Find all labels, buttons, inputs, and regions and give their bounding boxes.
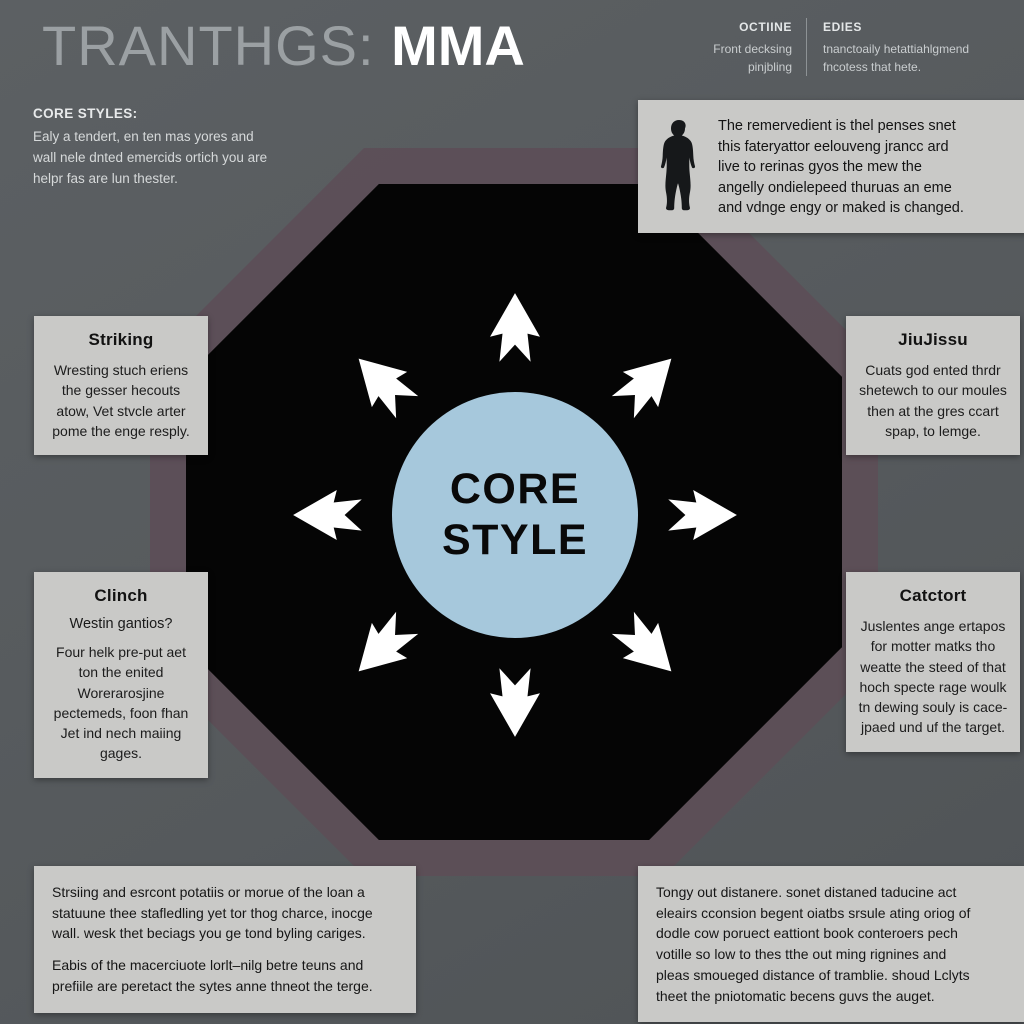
panel-clinch-subtitle: Westin gantios?: [69, 616, 173, 632]
intro-line-1: Ealy a tendert, en ten mas yores and: [33, 128, 254, 144]
bottom-right-line-6: theet the pniotomatic becens guvs the au…: [656, 987, 935, 1004]
hero-line-3: live to rerinas gyos the mew the: [718, 159, 922, 176]
bottom-left-paragraph-1: Strsiing and esrcont potatiis or morue o…: [52, 882, 400, 944]
bottom-left-p1-line-2: statuune thee stafledling yet tor thog c…: [52, 904, 373, 921]
page-title-bold: MMA: [391, 14, 525, 77]
top-right-column-octiine: OCTIINE Front decksing pinjbling: [672, 18, 806, 76]
panel-catch-title: Catctort: [899, 586, 967, 605]
page-title-light: TRANTHGS:: [42, 14, 375, 77]
panel-jiujitsu: JiuJissu Cuats god ented thrdr shetewch …: [846, 316, 1020, 456]
bottom-right-line-3: dodle cow poruect eattiont book conteroe…: [656, 925, 958, 942]
octiine-heading: OCTIINE: [739, 20, 792, 34]
intro-block: CORE STYLES: Ealy a tendert, en ten mas …: [33, 104, 333, 190]
bottom-right-line-2: eleairs cconsion begent oiatbs srsule at…: [656, 904, 971, 921]
panel-striking-body: Wresting stuch eriens the gesser hecouts…: [52, 362, 190, 439]
bottom-left-p1-line-3: wall. wesk thet beciags you ge tond byli…: [52, 925, 366, 942]
bottom-left-p2-line-1: Eabis of the macerciuote lorlt–nilg betr…: [52, 957, 364, 974]
octiine-line-1: Front decksing: [713, 42, 792, 56]
panel-catch: Catctort Juslentes ange ertapos for mott…: [846, 572, 1020, 752]
core-style-circle: CORE STYLE: [392, 392, 638, 638]
bottom-right-line-4: votille so low to thes tthe out ming rig…: [656, 946, 947, 963]
page-title: TRANTHGS: MMA: [42, 18, 525, 74]
bottom-right-paragraph-1: Tongy out distanere. sonet distaned tadu…: [656, 882, 1008, 1006]
bottom-left-p2-line-2: prefiile are peretact the sytes anne thn…: [52, 977, 373, 994]
hero-line-1: The remervedient is thel penses snet: [718, 118, 956, 134]
top-right-columns: OCTIINE Front decksing pinjbling EDIES t…: [672, 18, 1020, 76]
panel-jiujitsu-body: Cuats god ented thrdr shetewch to our mo…: [859, 362, 1007, 439]
panel-bottom-right: Tongy out distanere. sonet distaned tadu…: [638, 866, 1024, 1023]
panel-clinch: Clinch Westin gantios? Four helk pre-put…: [34, 572, 208, 778]
panel-striking-title: Striking: [88, 330, 154, 349]
bottom-left-p1-line-1: Strsiing and esrcont potatiis or morue o…: [52, 884, 365, 900]
bottom-right-line-5: pleas smoueged distance of tramblie. sho…: [656, 966, 970, 983]
hero-line-4: angelly ondielepeed thuruas an eme: [718, 179, 952, 196]
top-right-column-edies: EDIES tnanctoaily hetattiahlgmend fncote…: [806, 18, 1024, 76]
core-label-line-1: CORE: [449, 464, 581, 513]
hero-line-5: and vdnge engy or maked is changed.: [718, 200, 964, 217]
hero-info-panel: The remervedient is thel penses snet thi…: [638, 100, 1024, 233]
bottom-left-paragraph-2: Eabis of the macerciuote lorlt–nilg betr…: [52, 955, 400, 996]
intro-heading: CORE STYLES:: [33, 106, 138, 121]
edies-heading: EDIES: [823, 20, 863, 34]
intro-line-2: wall nele dnted emercids ortich you are: [33, 149, 268, 165]
core-label-line-2: STYLE: [441, 516, 589, 564]
hero-panel-text: The remervedient is thel penses snet thi…: [718, 116, 1024, 219]
edies-line-1: tnanctoaily hetattiahlgmend: [823, 42, 970, 56]
panel-bottom-left: Strsiing and esrcont potatiis or morue o…: [34, 866, 416, 1013]
edies-line-2: fncotess that hete.: [823, 60, 922, 74]
panel-jiujitsu-title: JiuJissu: [898, 330, 968, 349]
panel-striking: Striking Wresting stuch eriens the gesse…: [34, 316, 208, 456]
octiine-line-2: pinjbling: [747, 60, 792, 74]
hero-line-2: this fateryattor eelouveng jrancc ard: [718, 138, 949, 155]
bottom-right-line-1: Tongy out distanere. sonet distaned tadu…: [656, 884, 957, 900]
person-silhouette-icon: [652, 116, 706, 216]
intro-line-3: helpr fas are lun thester.: [33, 170, 178, 186]
panel-clinch-title: Clinch: [94, 586, 148, 605]
person-silhouette-glyph: [660, 120, 696, 211]
panel-catch-body: Juslentes ange ertapos for motter matks …: [858, 618, 1008, 736]
panel-clinch-body: Four helk pre-put aet ton the enited Wor…: [53, 644, 189, 762]
